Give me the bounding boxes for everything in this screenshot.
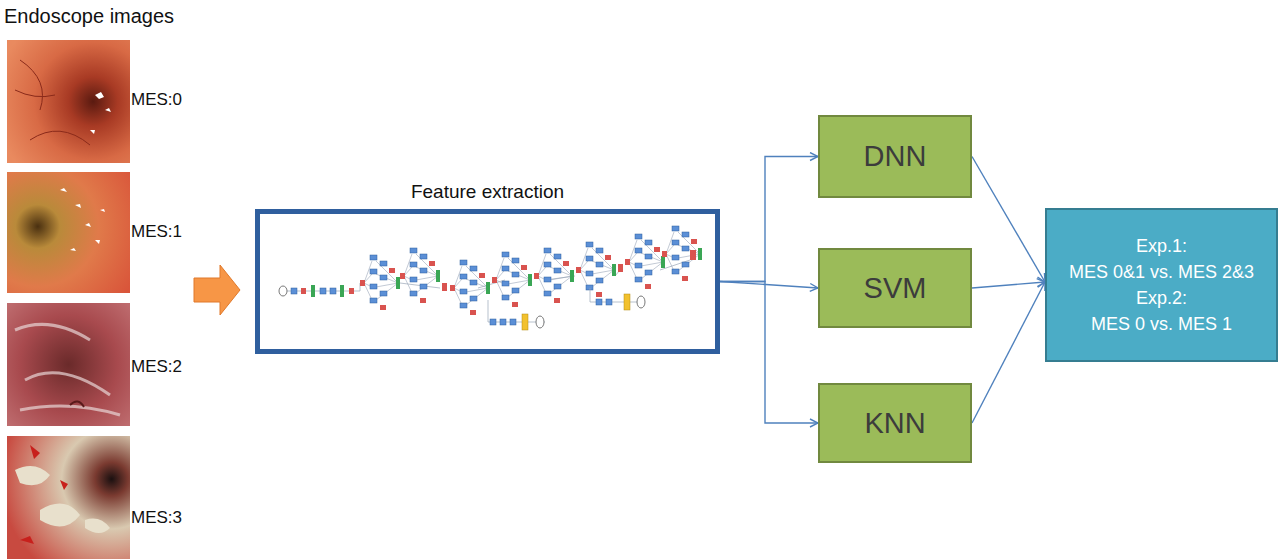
network-diagram [279, 226, 702, 330]
connector-arrow [972, 157, 1045, 283]
score-label: MES:1 [131, 222, 182, 242]
box-text: Exp.1: [1136, 233, 1187, 259]
box-text: MES 0 vs. MES 1 [1091, 311, 1232, 337]
box-text: Exp.2: [1136, 285, 1187, 311]
connector-arrow [720, 282, 818, 289]
endoscope-image [7, 303, 130, 426]
connector-arrow [972, 282, 1045, 288]
box-text: KNN [864, 407, 925, 440]
classifier-box: KNN [818, 383, 972, 463]
classifier-box: DNN [818, 115, 972, 198]
orange-arrow [194, 265, 240, 315]
feature-extraction-box: Feature extraction [255, 209, 720, 354]
endoscope-image [7, 172, 130, 293]
connector-arrow [720, 157, 818, 282]
score-label: MES:0 [131, 90, 182, 110]
box-text: DNN [864, 140, 927, 173]
score-label: MES:3 [131, 508, 182, 528]
score-label: MES:2 [131, 357, 182, 377]
connector-arrow [972, 282, 1045, 423]
box-heading: Feature extraction [260, 181, 715, 203]
classifier-box: SVM [818, 248, 972, 328]
connector-arrow [720, 282, 818, 424]
box-text: MES 0&1 vs. MES 2&3 [1069, 259, 1254, 285]
box-text: SVM [864, 272, 927, 305]
experiment-box: Exp.1:MES 0&1 vs. MES 2&3Exp.2:MES 0 vs.… [1045, 208, 1278, 362]
endoscope-image [7, 436, 130, 559]
endoscope-image [7, 40, 130, 163]
section-heading: Endoscope images [4, 5, 174, 28]
